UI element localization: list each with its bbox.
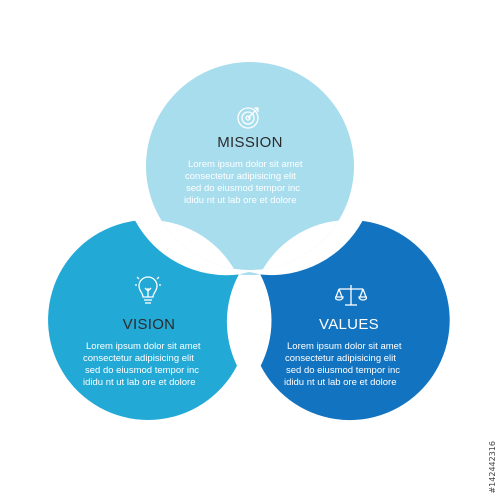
- vision-text-line: ididu nt ut lab ore et dolore: [83, 377, 196, 388]
- mission-text-line: ididu nt ut lab ore et dolore: [184, 195, 297, 206]
- target-icon: [237, 107, 259, 129]
- mission-text-line: sed do eiusmod tempor inc: [186, 183, 301, 194]
- mission-lens-tip: [238, 272, 261, 276]
- values-title: VALUES: [319, 316, 379, 333]
- mission-text-line: consectetur adipisicing elit: [185, 171, 296, 182]
- values-text-line: sed do eiusmod tempor inc: [286, 365, 401, 376]
- vision-circle: [48, 220, 239, 420]
- vision-text-line: Lorem ipsum dolor sit amet: [86, 341, 201, 352]
- lightbulb-icon: [135, 276, 161, 304]
- stock-id-label: #142442316: [488, 441, 497, 494]
- mission-text-line: Lorem ipsum dolor sit amet: [188, 159, 303, 170]
- values-text-line: consectetur adipisicing elit: [285, 353, 396, 364]
- vision-title: VISION: [122, 316, 176, 333]
- scales-icon: [335, 285, 367, 306]
- values-text-line: ididu nt ut lab ore et dolore: [284, 377, 397, 388]
- vision-text-line: sed do eiusmod tempor inc: [85, 365, 200, 376]
- mission-title: MISSION: [217, 134, 283, 151]
- values-circle: [260, 220, 450, 421]
- mission-circle: [146, 62, 354, 270]
- values-text-line: Lorem ipsum dolor sit amet: [287, 341, 402, 352]
- vision-text-line: consectetur adipisicing elit: [83, 353, 194, 364]
